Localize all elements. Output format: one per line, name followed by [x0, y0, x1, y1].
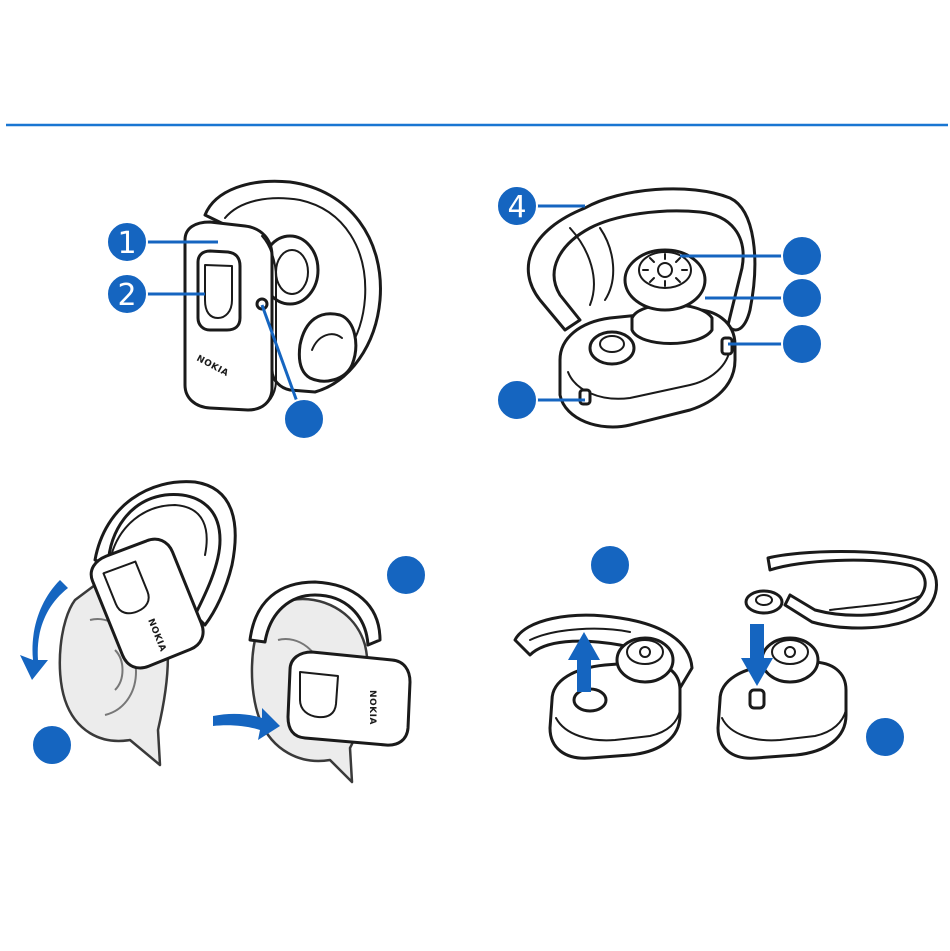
callout-badge-3: [284, 399, 324, 439]
callout-1: 1: [107, 222, 147, 262]
nokia-logo-right: NOKIA: [367, 690, 377, 725]
headset-front-view: NOKIA: [185, 181, 380, 410]
callout-badge-5: [782, 236, 822, 276]
callout-badge-step-a: [32, 725, 72, 765]
svg-text:4: 4: [507, 190, 526, 225]
callout-4: 4: [497, 186, 537, 226]
headset-rear-view: [528, 189, 755, 427]
wearing-headset-steps: NOKIA NOKIA: [20, 482, 410, 782]
callout-badge-step-d: [865, 717, 905, 757]
callout-badge-6: [782, 278, 822, 318]
svg-text:2: 2: [117, 278, 136, 313]
callout-badge-8: [497, 380, 537, 420]
svg-text:1: 1: [117, 226, 136, 261]
callout-badge-7: [782, 324, 822, 364]
callout-badge-step-c: [590, 545, 630, 585]
callout-badge-step-b: [386, 555, 426, 595]
callout-2: 2: [107, 274, 147, 314]
